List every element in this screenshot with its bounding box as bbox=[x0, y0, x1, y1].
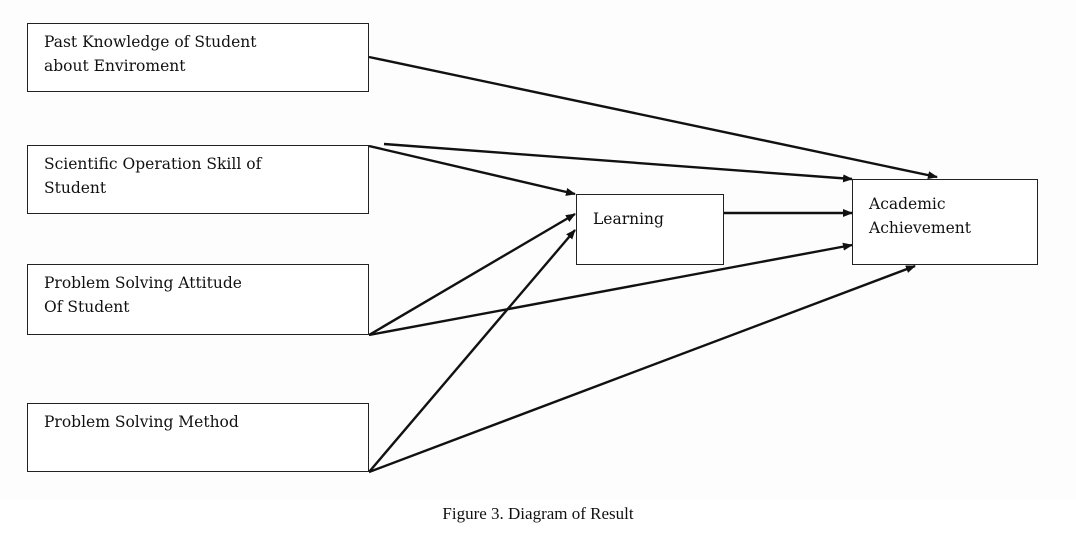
node-learning: Learning bbox=[576, 194, 724, 265]
arrow-past-knowledge-to-academic-achievement bbox=[368, 55, 938, 180]
node-past-knowledge: Past Knowledge of Student about Envirome… bbox=[27, 23, 369, 92]
node-scientific-skill: Scientific Operation Skill of Student bbox=[27, 145, 369, 214]
arrow-problem-method-to-learning bbox=[368, 229, 576, 473]
figure-caption: Figure 3. Diagram of Result bbox=[442, 504, 634, 523]
node-academic-achievement: Academic Achievement bbox=[852, 179, 1038, 265]
arrow-problem-attitude-to-academic-achievement bbox=[368, 242, 853, 337]
arrow-problem-method-to-academic-achievement bbox=[368, 264, 916, 474]
node-problem-attitude: Problem Solving Attitude Of Student bbox=[27, 264, 369, 335]
arrow-scientific-skill-to-academic-achievement bbox=[383, 142, 853, 183]
arrow-problem-attitude-to-learning bbox=[368, 212, 576, 337]
node-problem-method: Problem Solving Method bbox=[27, 403, 369, 472]
arrow-scientific-skill-to-learning bbox=[368, 144, 576, 196]
